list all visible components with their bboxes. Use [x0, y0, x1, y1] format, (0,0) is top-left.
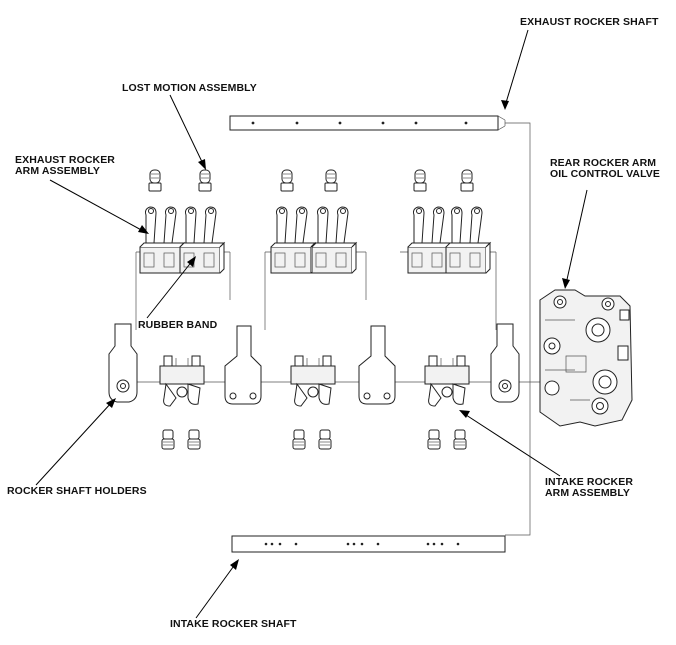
label-intake-rocker-arm-assembly-line1: INTAKE ROCKER	[545, 476, 634, 488]
label-exhaust-rocker-arm-assembly: EXHAUST ROCKER ARM ASSEMBLY	[15, 155, 115, 177]
leader-lines	[35, 29, 588, 619]
rear-rocker-arm-oil-control-valve	[539, 289, 633, 427]
label-lost-motion-assembly: LOST MOTION ASSEMBLY	[122, 83, 257, 94]
label-exhaust-rocker-shaft: EXHAUST ROCKER SHAFT	[520, 17, 659, 28]
label-exhaust-rocker-arm-assembly-line1: EXHAUST ROCKER	[15, 154, 115, 166]
label-rubber-band: RUBBER BAND	[138, 320, 217, 331]
label-rubber-band-text: RUBBER BAND	[138, 319, 218, 331]
label-rear-rocker-arm-ocv-line2: OIL CONTROL VALVE	[550, 168, 661, 180]
exhaust-rocker-shaft	[229, 115, 506, 131]
label-exhaust-rocker-arm-assembly-line2: ARM ASSEMBLY	[15, 165, 101, 177]
label-rear-rocker-arm-ocv-line1: REAR ROCKER ARM	[550, 157, 657, 169]
adjuster-screws	[161, 429, 467, 450]
label-intake-rocker-shaft-text: INTAKE ROCKER SHAFT	[170, 618, 297, 630]
label-intake-rocker-arm-assembly-line2: ARM ASSEMBLY	[545, 487, 631, 499]
label-exhaust-rocker-shaft-text: EXHAUST ROCKER SHAFT	[520, 16, 659, 28]
intake-rocker-shaft	[231, 535, 506, 553]
label-rocker-shaft-holders: ROCKER SHAFT HOLDERS	[7, 486, 147, 497]
label-lost-motion-assembly-text: LOST MOTION ASSEMBLY	[122, 82, 257, 94]
label-rear-rocker-arm-oil-control-valve: REAR ROCKER ARM OIL CONTROL VALVE	[550, 158, 660, 180]
label-rocker-shaft-holders-text: ROCKER SHAFT HOLDERS	[7, 485, 147, 497]
lost-motion-assemblies	[148, 169, 474, 192]
label-intake-rocker-arm-assembly: INTAKE ROCKER ARM ASSEMBLY	[545, 477, 633, 499]
label-intake-rocker-shaft: INTAKE ROCKER SHAFT	[170, 619, 297, 630]
intake-rocker-arm-assemblies	[159, 355, 470, 407]
